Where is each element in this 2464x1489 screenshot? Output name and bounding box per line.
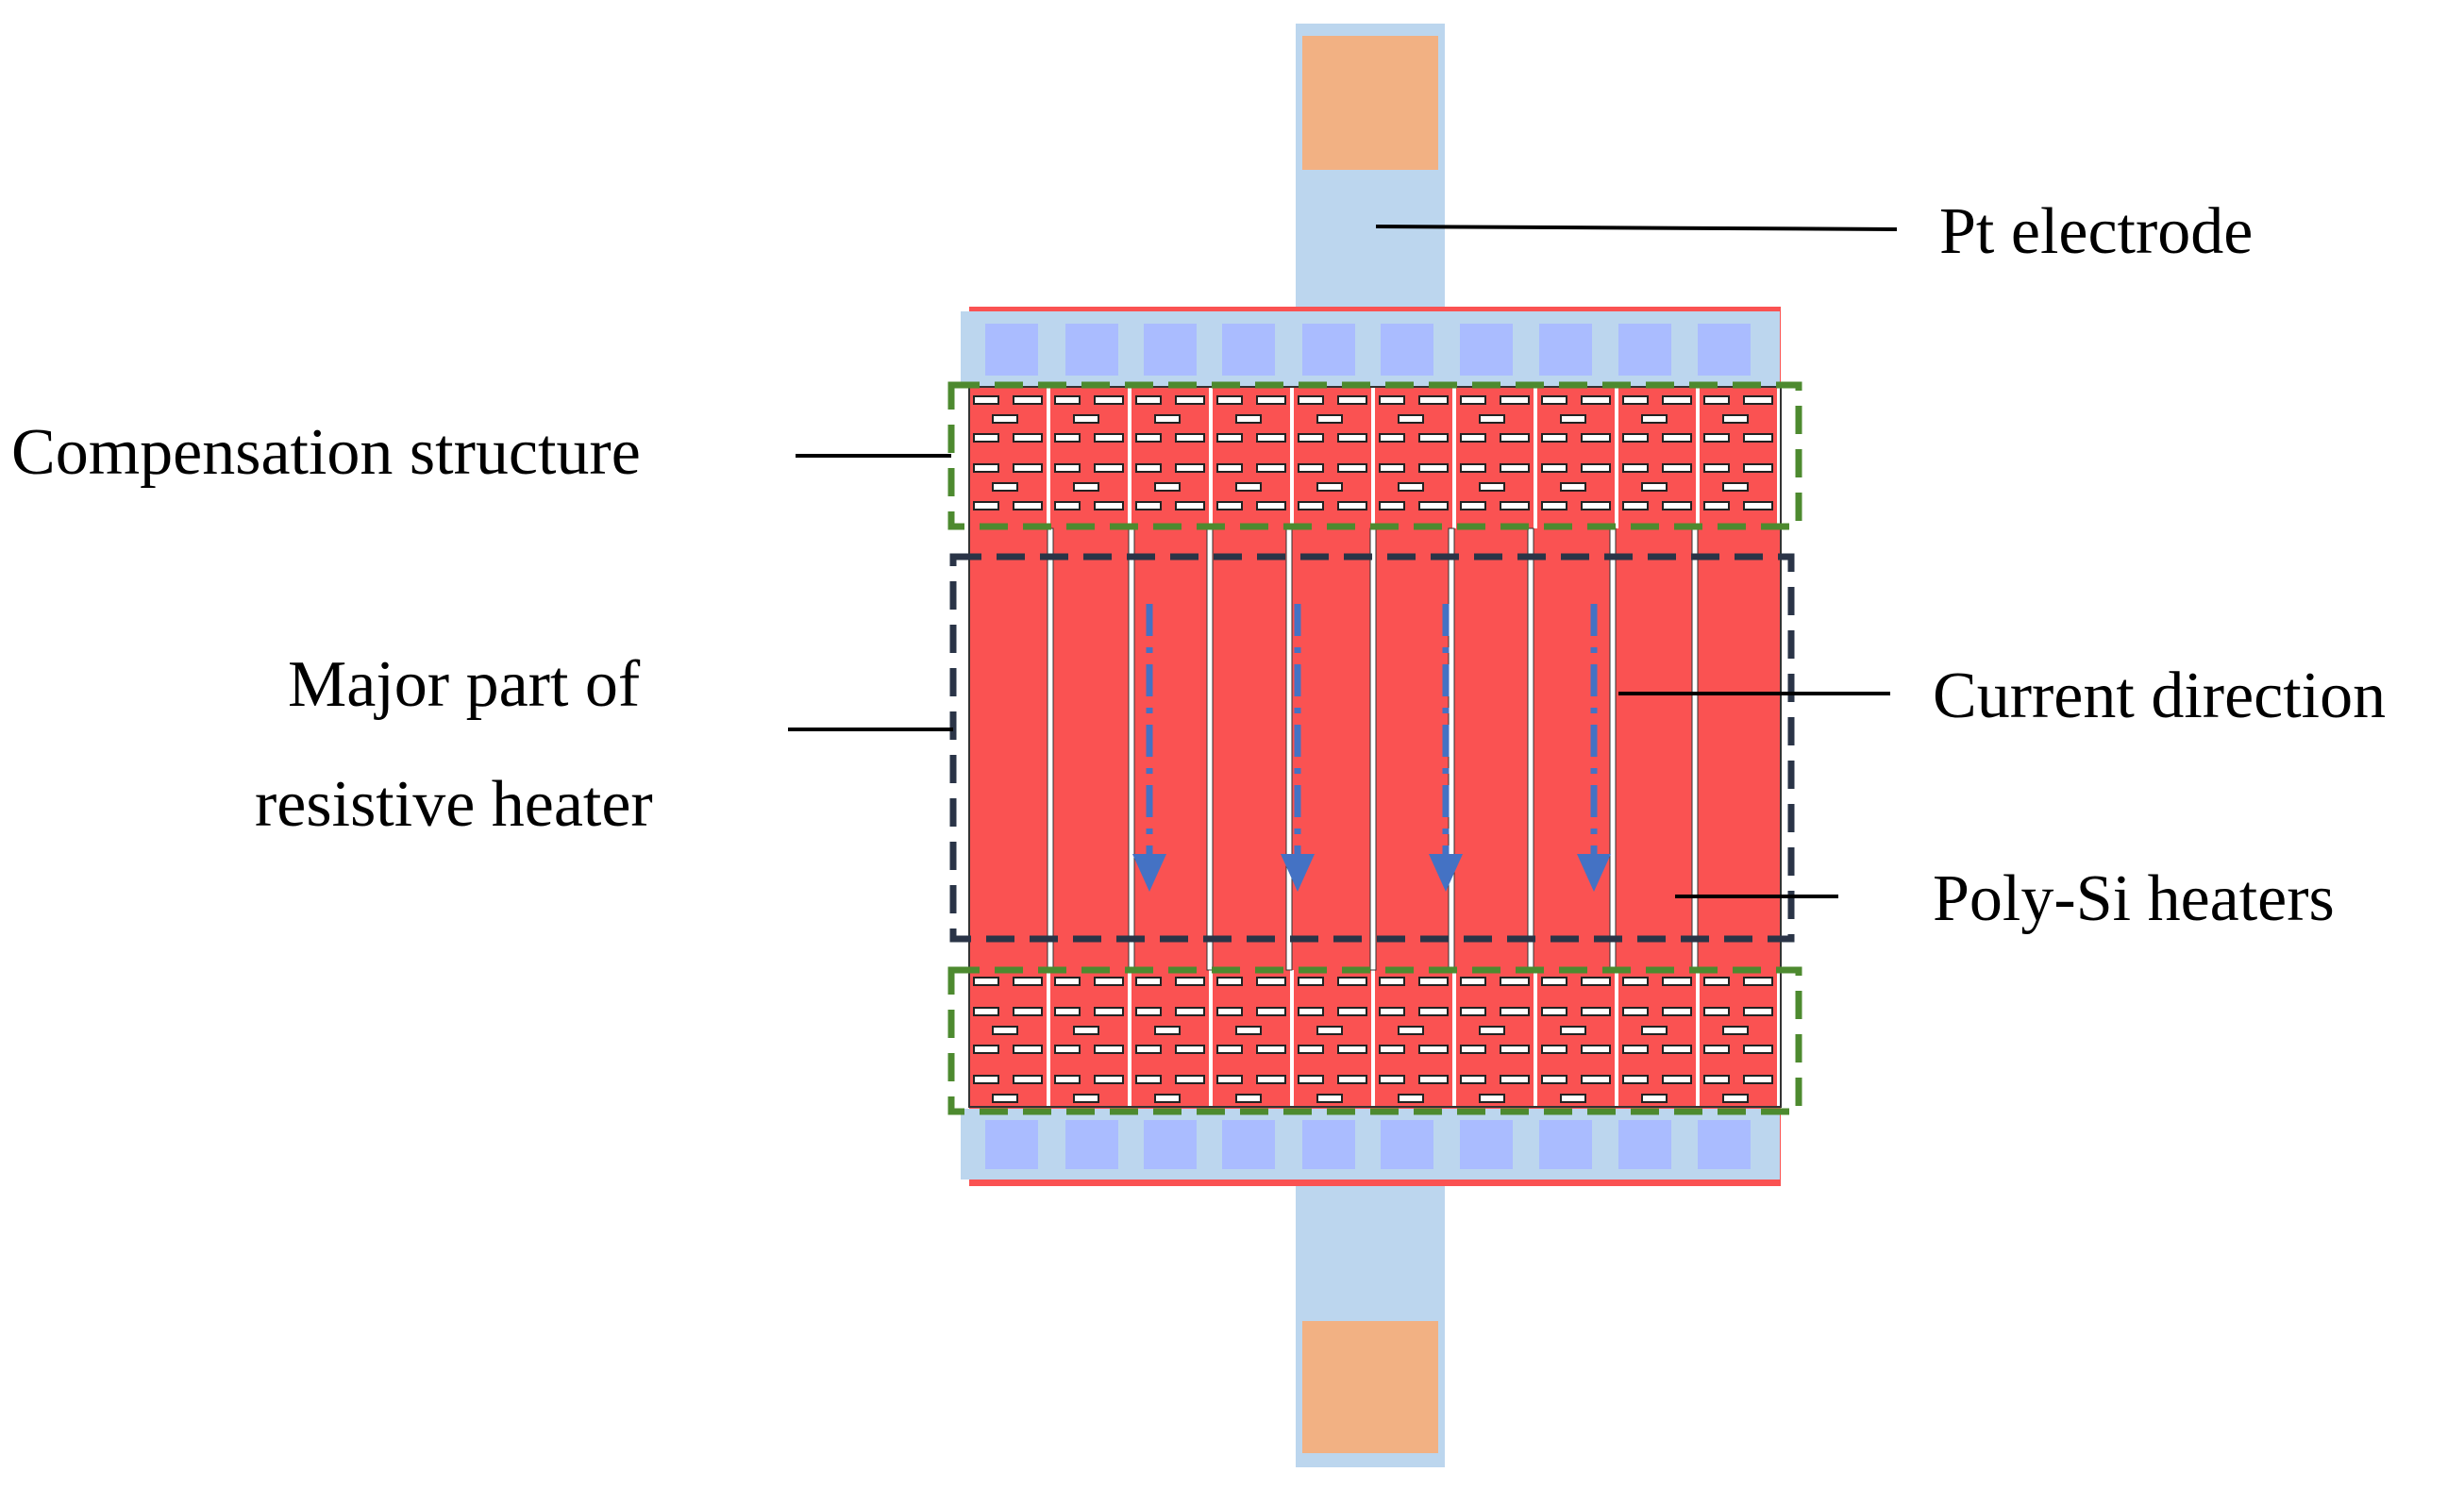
down-arrow-icon (1281, 604, 1315, 892)
down-arrow-icon (1429, 604, 1463, 892)
bottom-compensation-outline (947, 966, 1802, 1115)
down-arrow-icon (1132, 604, 1166, 892)
bottom-compensation-region (969, 970, 1781, 1107)
major-part-label-line2: resistive heater (255, 768, 653, 841)
leader-lines (788, 225, 1898, 898)
bottom-contact-pad (1302, 1321, 1438, 1453)
current-direction-arrows (1132, 604, 1611, 892)
heater-body-edge (968, 386, 1782, 1108)
top-compensation-outline (947, 381, 1802, 530)
bottom-electrode-pads (985, 1120, 1751, 1169)
major-part-outline (949, 553, 1795, 943)
compensation-structure-label: Compensation structure (11, 416, 641, 489)
top-compensation-region (969, 387, 1781, 528)
heater-strip-separators (1047, 527, 1699, 971)
pt-electrode-label: Pt electrode (1939, 195, 2253, 268)
down-arrow-icon (1577, 604, 1611, 892)
poly-si-heaters-label: Poly-Si heaters (1933, 862, 2335, 935)
major-part-label-line1: Major part of (288, 648, 641, 721)
current-direction-label: Current direction (1933, 660, 2386, 732)
top-contact-pad (1302, 36, 1438, 170)
pt-electrode-leader (1375, 225, 1898, 231)
top-electrode-pads (985, 324, 1751, 376)
